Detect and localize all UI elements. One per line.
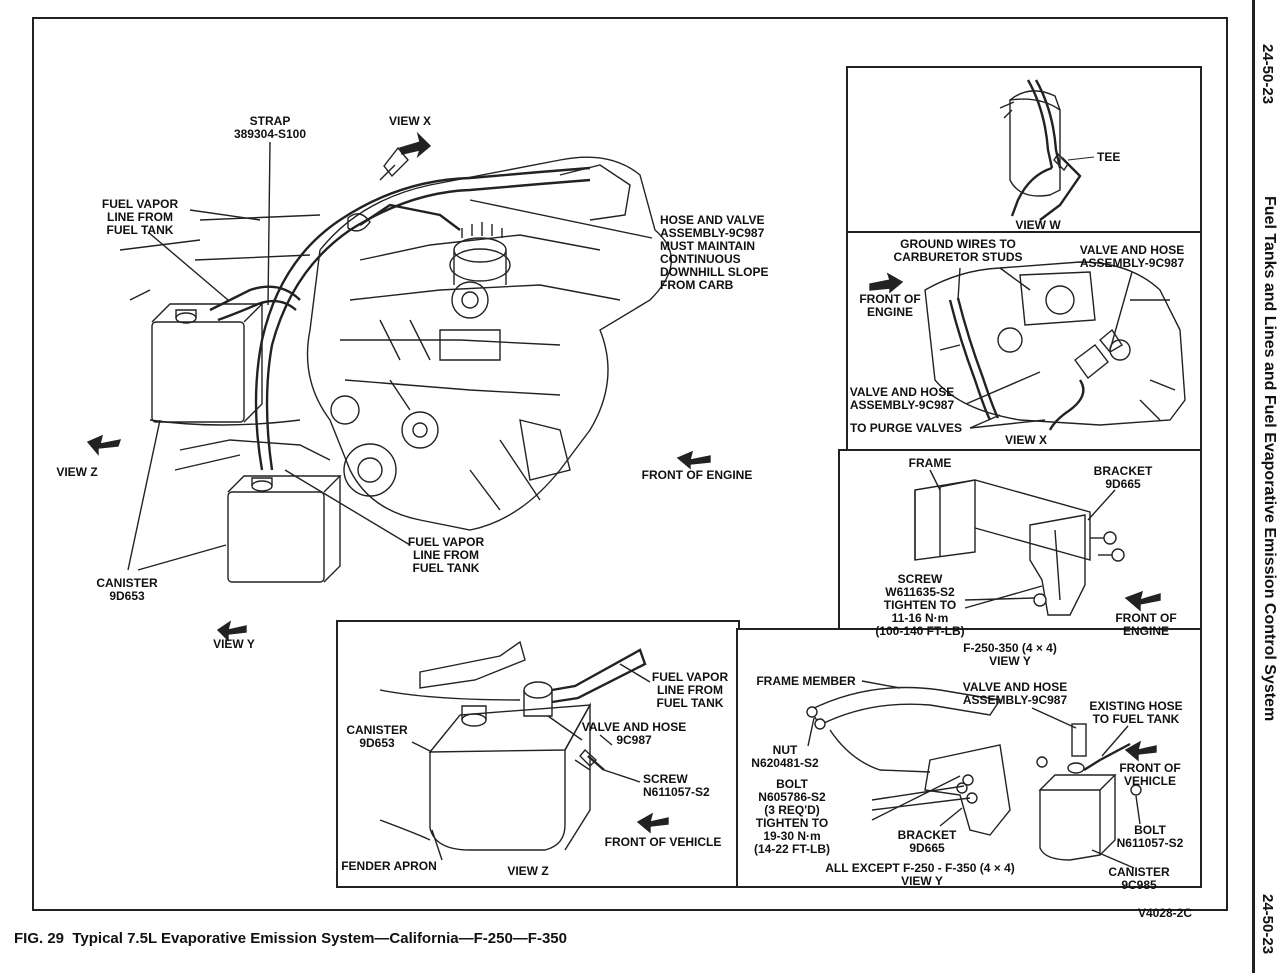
frame-member-label: FRAME MEMBER — [756, 674, 856, 688]
strap-label: STRAP 389304-S100 — [233, 114, 307, 141]
canisters-main — [151, 303, 342, 583]
screw-label-z: SCREW N611057-S2 — [643, 772, 710, 799]
view-y-4x4-arrow — [1124, 590, 1161, 612]
view-z-callout: VIEW Z — [56, 465, 98, 479]
bracket-label-all: BRACKET 9D665 — [897, 828, 957, 855]
view-y-4x4-subtitle: F-250-350 (4 × 4) — [963, 641, 1057, 655]
page-number-top: 24-50-23 — [1259, 44, 1276, 105]
view-z-leaders — [411, 663, 651, 861]
view-x-callout: VIEW X — [388, 114, 431, 128]
view-z-drawing — [379, 640, 647, 851]
hose-valve-note: HOSE AND VALVE ASSEMBLY-9C987 MUST MAINT… — [660, 213, 769, 292]
front-of-engine-label: FRONT OF ENGINE — [641, 468, 753, 482]
bolt-label-right: BOLT N611057-S2 — [1116, 823, 1184, 850]
view-x-drawing — [924, 261, 1186, 431]
view-y-4x4-leaders — [929, 469, 1116, 609]
valve-hose-label-left: VALVE AND HOSE ASSEMBLY-9C987 — [849, 385, 955, 412]
fuel-vapor-line-label-z: FUEL VAPOR LINE FROM FUEL TANK — [651, 670, 729, 710]
tee-label: TEE — [1097, 150, 1121, 164]
figure-caption: FIG. 29 Typical 7.5L Evaporative Emissio… — [14, 930, 567, 947]
fuel-vapor-line-label-bottom: FUEL VAPOR LINE FROM FUEL TANK — [407, 535, 485, 575]
engine-drawing — [119, 156, 672, 531]
view-z-arrow — [636, 812, 669, 834]
fender-apron-label: FENDER APRON — [341, 859, 437, 873]
front-of-vehicle-label-all: FRONT OF VEHICLE — [1119, 761, 1181, 788]
view-y-all-leaders — [807, 680, 1141, 869]
view-y-all-drawing — [806, 686, 1142, 861]
view-y-all-subtitle: ALL EXCEPT F-250 - F-350 (4 × 4) — [825, 861, 1015, 875]
view-w-title: VIEW W — [1015, 218, 1061, 232]
canister-label: CANISTER 9D653 — [96, 576, 158, 603]
existing-hose-label: EXISTING HOSE TO FUEL TANK — [1089, 699, 1183, 726]
frame-label: FRAME — [908, 456, 952, 470]
view-w-drawing — [999, 79, 1095, 221]
view-w-panel — [846, 66, 1202, 234]
ground-wires-label: GROUND WIRES TO CARBURETOR STUDS — [893, 237, 1023, 264]
section-title: Fuel Tanks and Lines and Fuel Evaporativ… — [1261, 196, 1278, 722]
vapor-hoses — [209, 146, 591, 471]
main-arrows — [86, 131, 711, 642]
view-z-title: VIEW Z — [507, 864, 549, 878]
view-x-arrow — [869, 272, 904, 294]
front-of-engine-x-label: FRONT OF ENGINE — [859, 292, 921, 319]
view-y-4x4-title: VIEW Y — [989, 654, 1031, 668]
front-of-vehicle-label-z: FRONT OF VEHICLE — [604, 835, 722, 849]
view-x-leaders — [957, 267, 1133, 429]
bracket-label-4x4: BRACKET 9D665 — [1093, 464, 1153, 491]
view-z-panel — [336, 620, 740, 888]
main-leaders — [127, 141, 653, 571]
view-y-all-arrow — [1124, 740, 1157, 762]
canister-label-all: CANISTER 9C985 — [1108, 865, 1170, 892]
valve-hose-label-z: VALVE AND HOSE 9C987 — [581, 720, 687, 747]
page-number-bottom: 24-50-23 — [1259, 894, 1276, 955]
front-of-engine-y-label: FRONT OF ENGINE — [1115, 611, 1177, 638]
valve-hose-label-right: VALVE AND HOSE ASSEMBLY-9C987 — [1079, 243, 1185, 270]
canister-label-z: CANISTER 9D653 — [346, 723, 408, 750]
fuel-vapor-line-label-top: FUEL VAPOR LINE FROM FUEL TANK — [101, 197, 179, 237]
figure-code: V4028-2C — [1137, 906, 1192, 920]
view-y-4x4-drawing — [914, 479, 1125, 616]
page-side-bar — [1252, 0, 1255, 973]
valve-hose-label-all: VALVE AND HOSE ASSEMBLY-9C987 — [962, 680, 1068, 707]
view-y-all-title: VIEW Y — [901, 874, 943, 888]
view-y-callout: VIEW Y — [213, 637, 255, 651]
screw-label-4x4: SCREW W611635-S2 TIGHTEN TO 11-16 N·m (1… — [875, 572, 965, 638]
view-x-title: VIEW X — [1004, 433, 1047, 447]
bolt-label-left: BOLT N605786-S2 (3 REQ'D) TIGHTEN TO 19-… — [753, 777, 830, 856]
nut-label: NUT N620481-S2 — [751, 743, 819, 770]
view-y-all-panel — [736, 628, 1202, 888]
to-purge-valves-label: TO PURGE VALVES — [849, 421, 963, 435]
